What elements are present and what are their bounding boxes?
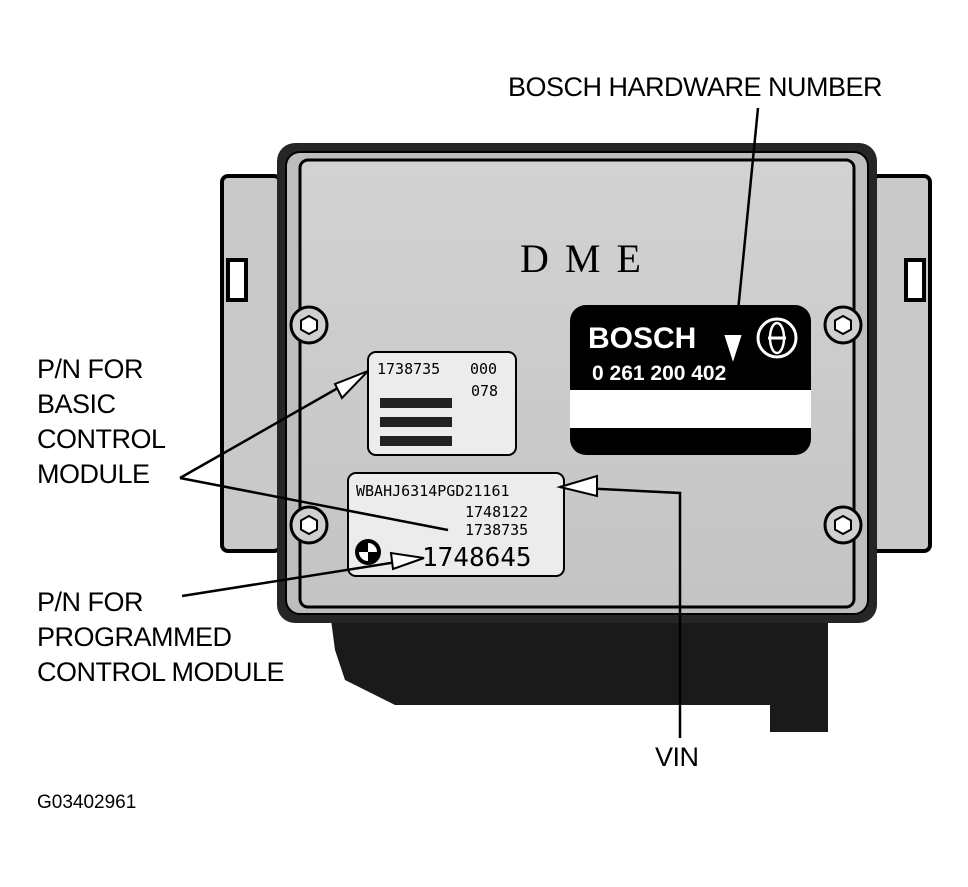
bosch-hardware-number: 0 261 200 402 [592,362,726,385]
leader-basic-to-vin-label [179,476,449,532]
barcode [380,398,452,446]
callout-vin: VIN [655,742,699,772]
mounting-screw-icon [823,305,863,345]
arrow-vin [556,474,598,498]
basic-suffix-2: 078 [471,382,498,400]
callout-line: CONTROL MODULE [37,657,285,687]
vin-line-3: 1738735 [465,521,528,539]
bosch-logo-icon [756,317,798,359]
leader-bosch-hardware [731,107,760,363]
mounting-screw-icon [823,505,863,545]
mounting-screw-icon [289,305,329,345]
callout-line: CONTROL [37,424,166,454]
vin-line-2: 1748122 [465,503,528,521]
callout-line: MODULE [37,459,150,489]
figure-id: G03402961 [37,792,137,813]
left-mounting-bracket [220,174,282,553]
basic-suffix-1: 000 [470,360,497,378]
bosch-brand: BOSCH [588,322,696,355]
leader-vin [559,485,682,738]
bmw-roundel-icon [355,539,381,565]
leader-programmed [181,556,423,598]
module-title: DME [520,236,657,281]
arrow-heads [333,333,745,571]
arrow-basic-part [333,370,369,400]
callout-basic-module: P/N FOR BASIC CONTROL MODULE [37,352,166,492]
programmed-part-number: 1748645 [422,543,532,573]
mounting-screw-icon [289,505,329,545]
callout-bosch-hardware-number: BOSCH HARDWARE NUMBER [508,72,883,102]
callout-line: PROGRAMMED [37,622,232,652]
callout-line: BASIC [37,389,116,419]
vin-label: WBAHJ6314PGD21161 1748122 1738735 174864… [347,472,565,577]
basic-part-number: 1738735 [377,360,440,378]
arrow-programmed [389,551,425,571]
arrow-bosch-hardware [721,333,745,369]
leader-lines [179,107,760,738]
callout-line: P/N FOR [37,587,144,617]
callout-programmed-module: P/N FOR PROGRAMMED CONTROL MODULE [37,585,285,690]
vin-number: WBAHJ6314PGD21161 [356,482,510,500]
leader-basic-to-part-label [179,370,367,480]
bosch-label: BOSCH 0 261 200 402 [570,305,811,455]
basic-part-label: 1738735 000 078 [367,351,517,456]
connector-plug [330,612,828,732]
callout-line: P/N FOR [37,354,144,384]
right-mounting-bracket [870,174,932,553]
